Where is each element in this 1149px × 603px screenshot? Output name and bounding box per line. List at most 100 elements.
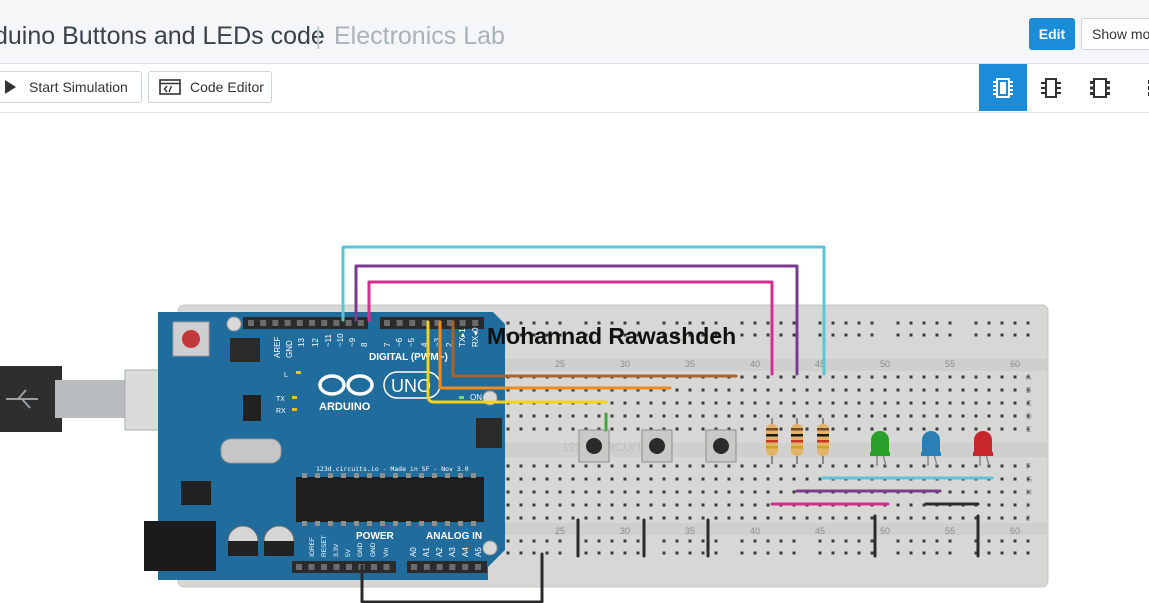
- digital-pwm-label: DIGITAL (PWM~): [369, 352, 448, 363]
- l-led-label: L: [284, 372, 288, 379]
- tab-schematic-view[interactable]: [1027, 64, 1075, 111]
- row-letter: A: [1026, 373, 1032, 382]
- pushbutton-3: [705, 429, 737, 463]
- analog-pin-label: A1: [422, 547, 431, 557]
- schematic-view-icon: [1041, 77, 1061, 98]
- digital-pin-label: ~10: [336, 333, 345, 347]
- board-footer-text: 123d.circuits.io - Made in SF - Nov 3.0: [316, 465, 469, 473]
- column-number: 35: [685, 359, 695, 369]
- tab-breadboard-view[interactable]: [979, 64, 1027, 111]
- arduino-logo-icon: [318, 374, 374, 396]
- analog-pin-label: A4: [461, 547, 470, 557]
- led: [921, 431, 941, 467]
- usb-icon: [6, 389, 38, 409]
- row-letter: H: [1026, 488, 1032, 497]
- code-editor-button[interactable]: Code Editor: [148, 71, 272, 103]
- edit-button[interactable]: Edit: [1029, 18, 1075, 50]
- column-number: 50: [880, 526, 890, 536]
- grid-list-icon: [1148, 79, 1149, 96]
- analog-in-label: ANALOG IN: [426, 531, 482, 542]
- orange-wire: [438, 320, 672, 390]
- header-bar: duino Buttons and LEDs code | Electronic…: [0, 0, 1149, 64]
- digital-pin-label: ~3: [433, 337, 442, 347]
- column-number: 40: [750, 526, 760, 536]
- resistor: [817, 418, 829, 464]
- column-number: 50: [880, 359, 890, 369]
- column-number: 25: [555, 359, 565, 369]
- reset-button[interactable]: [182, 330, 200, 348]
- column-number: 30: [620, 526, 630, 536]
- column-number: 25: [555, 526, 565, 536]
- author-watermark: Mohannad Rawashdeh: [487, 323, 737, 349]
- digital-pin-label: 12: [311, 338, 320, 347]
- row-letter: G: [1026, 475, 1032, 484]
- power-pin-label: Vin: [383, 547, 390, 557]
- row-letter: B: [1026, 386, 1031, 395]
- digital-pin-label: 13: [297, 338, 306, 347]
- row-letter: I: [1026, 501, 1028, 510]
- rx-led-label: RX: [276, 408, 286, 415]
- pushbutton-1: [578, 429, 610, 463]
- column-number: 45: [815, 359, 825, 369]
- toolbar: Start Simulation Code Editor: [0, 64, 1149, 113]
- power-pin-label: 5V: [345, 548, 352, 557]
- tab-pcb-view[interactable]: [1076, 64, 1124, 111]
- power-pin-label: RESET: [321, 535, 328, 557]
- analog-pin-label: A3: [448, 547, 457, 557]
- header-pin-label: GND: [285, 340, 294, 358]
- digital-pin-label: 4: [420, 342, 429, 347]
- start-simulation-label: Start Simulation: [29, 79, 128, 95]
- column-number: 55: [945, 526, 955, 536]
- analog-pin-label: A5: [474, 547, 483, 557]
- purple-wire: [354, 264, 799, 376]
- led: [973, 431, 993, 467]
- digital-pin-label: ~9: [348, 337, 357, 347]
- power-label: POWER: [356, 531, 395, 542]
- code-editor-label: Code Editor: [190, 79, 264, 95]
- show-more-button[interactable]: Show mo: [1081, 18, 1149, 50]
- digital-pin-label: ~11: [324, 333, 333, 347]
- magenta-wire: [367, 280, 774, 376]
- digital-pin-label: 7: [383, 342, 392, 347]
- digital-pin-label: 8: [360, 342, 369, 347]
- on-led-label: ON: [470, 393, 482, 402]
- analog-pin-label: A2: [435, 547, 444, 557]
- resistor: [791, 418, 803, 464]
- play-icon: [5, 80, 16, 94]
- column-number: 45: [815, 526, 825, 536]
- column-number: 40: [750, 359, 760, 369]
- pushbutton-2: [641, 429, 673, 463]
- column-number: 60: [1010, 359, 1020, 369]
- project-title: duino Buttons and LEDs code: [0, 22, 325, 50]
- analog-pin-label: A0: [409, 547, 418, 557]
- led: [870, 431, 890, 467]
- digital-pin-label: ~5: [407, 337, 416, 347]
- digital-pin-label: ~6: [395, 337, 404, 347]
- arduino-brand-label: ARDUINO: [319, 401, 371, 413]
- tab-component-list-view[interactable]: [1125, 64, 1149, 111]
- yellow-wire: [426, 320, 608, 404]
- row-letter: D: [1026, 412, 1032, 421]
- pcb-view-icon: [1090, 77, 1110, 98]
- column-number: 30: [620, 359, 630, 369]
- power-pin-label: GND: [370, 542, 377, 557]
- header-pin-label: AREF: [273, 337, 282, 358]
- digital-pin-label: TX▸1: [458, 328, 467, 347]
- title-separator: |: [315, 22, 322, 50]
- column-number: 35: [685, 526, 695, 536]
- project-subtitle[interactable]: Electronics Lab: [334, 22, 505, 50]
- tx-led-label: TX: [276, 396, 285, 403]
- power-pin-label: IOREF: [309, 537, 316, 557]
- cyan-wire: [341, 245, 826, 376]
- row-letter: E: [1026, 425, 1031, 434]
- black-wire: [360, 552, 544, 603]
- row-letter: F: [1026, 462, 1031, 471]
- arduino-uno-board[interactable]: ARDUINO UNO DIGITAL (PWM~) POWER ANALOG …: [144, 312, 505, 580]
- brown-wire: [451, 320, 738, 378]
- row-letter: J: [1026, 514, 1030, 523]
- start-simulation-button[interactable]: Start Simulation: [0, 71, 142, 103]
- power-pin-label: GND: [357, 542, 364, 557]
- digital-pin-label: RX◂0: [471, 327, 480, 347]
